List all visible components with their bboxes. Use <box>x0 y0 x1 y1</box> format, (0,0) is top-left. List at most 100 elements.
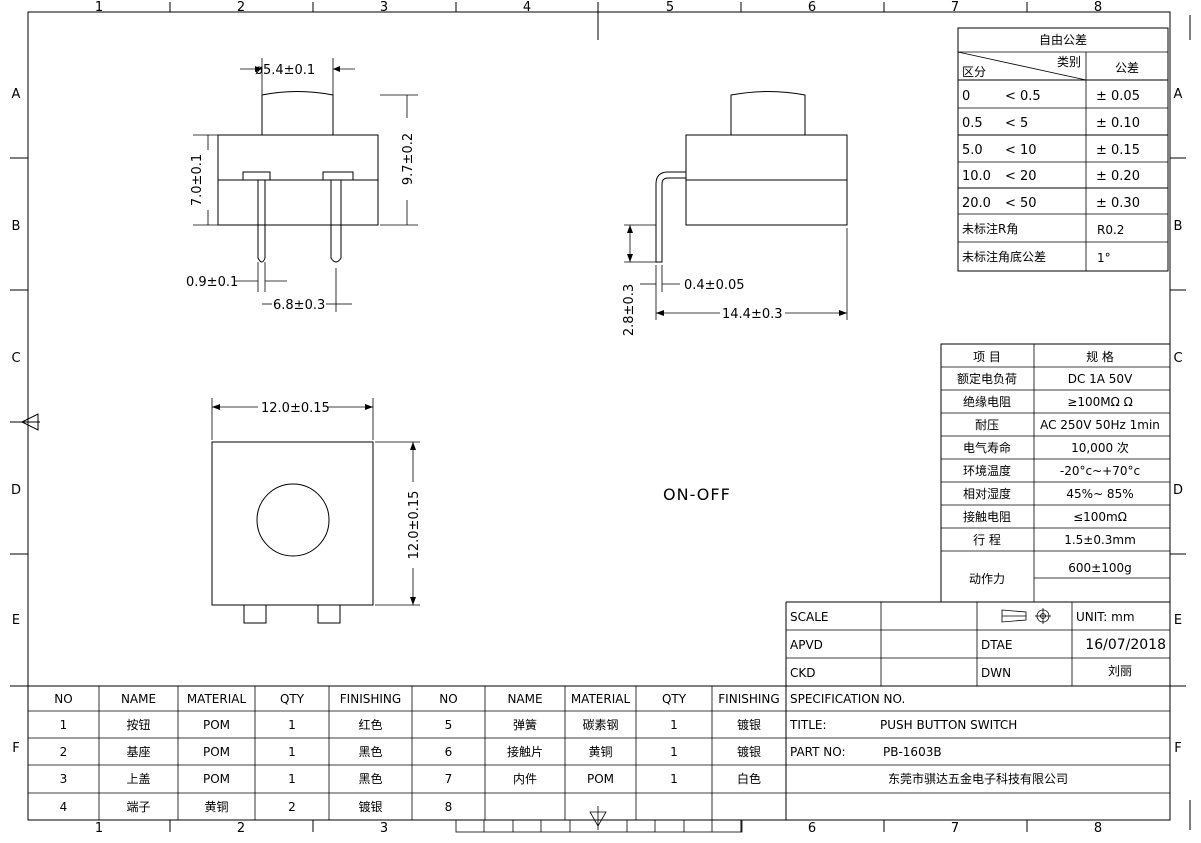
bom-cell: 端子 <box>126 800 150 814</box>
bom-header: NO <box>439 692 457 706</box>
bom-cell: 内件 <box>513 772 537 786</box>
tol-range-to: < 20 <box>1005 169 1037 184</box>
tol-hdr-category: 类别 <box>1057 55 1081 69</box>
date-value: 16/07/2018 <box>1085 637 1166 653</box>
bom-cell: 5 <box>445 718 453 732</box>
bom-cell: 黄铜 <box>204 799 228 814</box>
row-label-right: A <box>1174 87 1183 102</box>
bom-cell: 黑色 <box>358 772 382 786</box>
column-label-top: 2 <box>237 0 245 15</box>
tolerance-table: 自由公差 区分 类别 公差 0< 0.5± 0.050.5< 5± 0.105.… <box>957 27 1169 272</box>
dim-pin-length: 2.8±0.3 <box>622 284 637 336</box>
dim-total-height: 9.7±0.2 <box>401 133 416 185</box>
tol-range-from: 0 <box>962 89 970 104</box>
ckd-label: CKD <box>790 666 816 680</box>
bom-cell: 6 <box>445 745 453 759</box>
column-label-bottom: 1 <box>95 821 103 836</box>
company-name: 东莞市骐达五金电子科技有限公司 <box>888 771 1068 786</box>
tol-range-to: < 10 <box>1005 143 1037 158</box>
tol-hdr-region: 区分 <box>962 65 986 79</box>
spec-force-label: 动作力 <box>969 572 1005 586</box>
column-label-bottom: 6 <box>808 821 816 836</box>
bom-header: MATERIAL <box>187 692 247 706</box>
column-label-top: 1 <box>95 0 103 15</box>
bom-header: QTY <box>662 692 687 706</box>
tol-value: ± 0.15 <box>1096 143 1140 158</box>
tol-range-from: 0.5 <box>962 116 983 131</box>
bom-cell: 1 <box>670 745 678 759</box>
row-label-left: A <box>12 87 21 102</box>
bom-cell: 镀银 <box>358 800 382 814</box>
part-no-label: PART NO: <box>790 745 846 759</box>
bom-cell: 4 <box>60 800 68 814</box>
bom-cell: 红色 <box>358 717 382 732</box>
tol-angle-label: 未标注角底公差 <box>962 249 1046 264</box>
row-ticks <box>10 157 1186 687</box>
column-label-bottom: 3 <box>380 821 388 836</box>
spec-item: 耐压 <box>975 418 999 432</box>
row-label-right: D <box>1173 483 1183 498</box>
column-label-top: 8 <box>1094 0 1102 15</box>
spec-value: -20°c~+70°c <box>1060 464 1140 478</box>
bom-cell: 1 <box>288 718 296 732</box>
bom-cell: POM <box>203 745 230 759</box>
bom-cell: POM <box>203 718 230 732</box>
column-ticks <box>169 2 1028 832</box>
dim-depth: 12.0±0.15 <box>407 491 422 560</box>
spec-value: 10,000 次 <box>1071 441 1129 455</box>
bom-header: QTY <box>280 692 305 706</box>
projection-symbol-icon <box>1001 608 1051 624</box>
bom-cell: 碳素钢 <box>582 718 618 732</box>
row-label-left: E <box>12 613 20 628</box>
spec-item: 接触电阻 <box>963 509 1011 524</box>
bom-cell: 2 <box>60 745 68 759</box>
dtae-label: DTAE <box>981 638 1012 652</box>
row-label-left: B <box>12 219 21 234</box>
row-label-left: F <box>12 741 19 756</box>
top-view: 12.0±0.15 12.0±0.15 <box>211 398 422 624</box>
bom-header: NO <box>54 692 72 706</box>
scale-label: SCALE <box>790 610 828 624</box>
part-no-value: PB-1603B <box>883 745 942 759</box>
column-label-top: 7 <box>951 0 959 15</box>
centering-arrow-icon <box>20 413 39 431</box>
bom-cell: 镀银 <box>737 718 761 732</box>
tol-range-from: 5.0 <box>962 143 983 158</box>
bom-cell: 白色 <box>737 771 761 786</box>
spec-hdr-spec: 规 格 <box>1086 349 1114 364</box>
bom-header: NAME <box>121 692 156 706</box>
spec-item: 电气寿命 <box>963 440 1011 455</box>
tol-angle-value: 1° <box>1097 251 1111 265</box>
column-label-top: 4 <box>523 0 531 15</box>
tol-value: ± 0.20 <box>1096 169 1140 184</box>
bottom-center-scale <box>455 806 743 833</box>
bom-cell: 1 <box>288 745 296 759</box>
spec-item: 绝缘电阻 <box>963 394 1011 409</box>
side-view: 2.8±0.3 0.4±0.05 14.4±0.3 <box>622 91 848 336</box>
spec-item: 额定电负荷 <box>957 371 1017 386</box>
bom-table: NO NO NAME NAME MATERIAL MATERIAL QTY QTY FINISH… <box>27 685 787 821</box>
bom-header: NAME <box>507 692 542 706</box>
bom-cell: 1 <box>288 772 296 786</box>
bom-cell: 黄铜 <box>588 744 612 759</box>
bom-header: FINISHING <box>718 692 779 706</box>
bom-cell: 1 <box>670 718 678 732</box>
bom-cell: 基座 <box>126 744 150 759</box>
tol-r-label: 未标注R角 <box>962 221 1018 236</box>
tol-value: ± 0.30 <box>1096 196 1140 211</box>
spec-value: AC 250V 50Hz 1min <box>1040 418 1160 432</box>
spec-force-value: 600±100g <box>1068 561 1131 575</box>
dim-pin-width: 0.9±0.1 <box>186 275 238 290</box>
spec-item: 行 程 <box>973 532 1001 547</box>
bom-cell: 按钮 <box>126 717 150 732</box>
dwn-label: DWN <box>981 666 1011 680</box>
bom-header: MATERIAL <box>571 692 631 706</box>
bom-cell: POM <box>203 772 230 786</box>
spec-value: 45%~ 85% <box>1066 487 1133 501</box>
tol-value: ± 0.10 <box>1096 116 1140 131</box>
spec-hdr-item: 项 目 <box>973 350 1001 364</box>
